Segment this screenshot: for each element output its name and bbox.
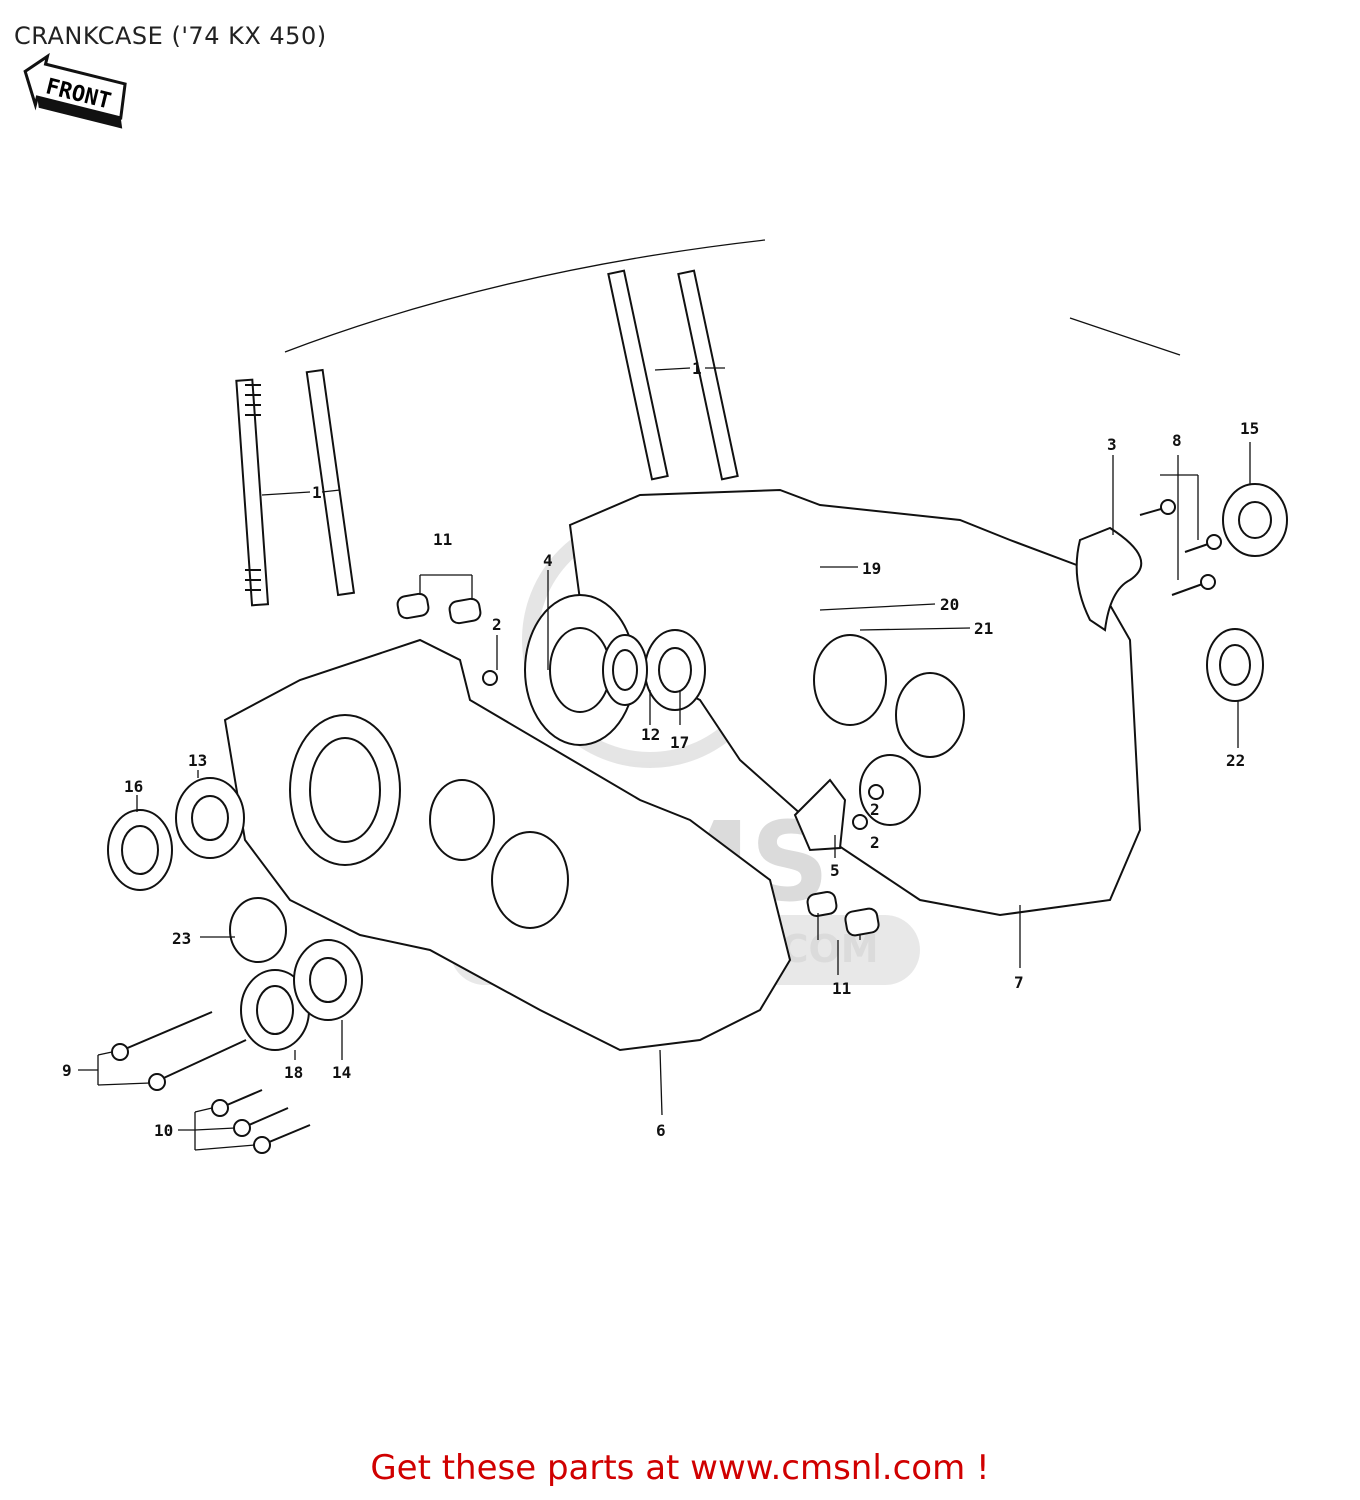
callout-19: 19 [862,559,881,578]
dowel-pins-upper [396,592,482,625]
bearing-14 [293,939,363,1021]
callout-20: 20 [940,595,959,614]
callout-1-right: 1 [692,359,702,378]
callout-17: 17 [670,733,689,752]
callout-2-c: 2 [870,833,880,852]
callout-3: 3 [1107,435,1117,454]
callout-2-b: 2 [870,800,880,819]
callout-1-left: 1 [312,483,322,502]
footer-link[interactable]: Get these parts at www.cmsnl.com ! [370,1448,990,1488]
callout-11-lower: 11 [832,979,851,998]
callout-13: 13 [188,751,207,770]
leader-lines [78,367,1251,1151]
stud-bolts-left [235,368,356,607]
bolts-9 [111,1011,247,1091]
callout-15: 15 [1240,419,1259,438]
callout-21: 21 [974,619,993,638]
bolts-8 [1139,499,1222,596]
screw-2-a [482,670,498,686]
callout-16: 16 [124,777,143,796]
callout-18: 18 [284,1063,303,1082]
front-arrow-badge: FRONT [23,52,127,129]
callout-5: 5 [830,861,840,880]
cylinder-outline-arc [284,239,766,353]
bearing-13 [175,777,245,859]
page-title: CRANKCASE ('74 KX 450) [14,22,327,50]
dowel-pins-lower [806,891,880,937]
callout-14: 14 [332,1063,351,1082]
bearing-retainer-plate [1075,526,1143,632]
cylinder-outline-arc-right [1069,317,1181,356]
callout-23: 23 [172,929,191,948]
callout-12: 12 [641,725,660,744]
oil-seal-12 [602,634,648,706]
stud-bolts-right [607,269,739,481]
cap-23 [229,897,287,963]
callout-4: 4 [543,551,553,570]
callout-11-upper: 11 [433,530,452,549]
callout-labels: 1 1 2 2 2 3 4 5 6 7 8 9 10 11 11 12 13 1… [62,359,1259,1140]
callout-6: 6 [656,1121,666,1140]
screw-2-b [868,784,884,800]
screw-2-c [852,814,868,830]
oil-seal-22 [1206,628,1264,702]
plate-5 [793,778,847,852]
callout-2-a: 2 [492,615,502,634]
bearing-17 [644,629,706,711]
callout-10: 10 [154,1121,173,1140]
oil-seal-18 [240,969,310,1051]
callout-7: 7 [1014,973,1024,992]
bearing-15 [1222,483,1288,557]
callout-8: 8 [1172,431,1182,450]
callout-22: 22 [1226,751,1245,770]
callout-9: 9 [62,1061,72,1080]
bolts-10 [211,1089,311,1154]
oil-seal-16 [107,809,173,891]
